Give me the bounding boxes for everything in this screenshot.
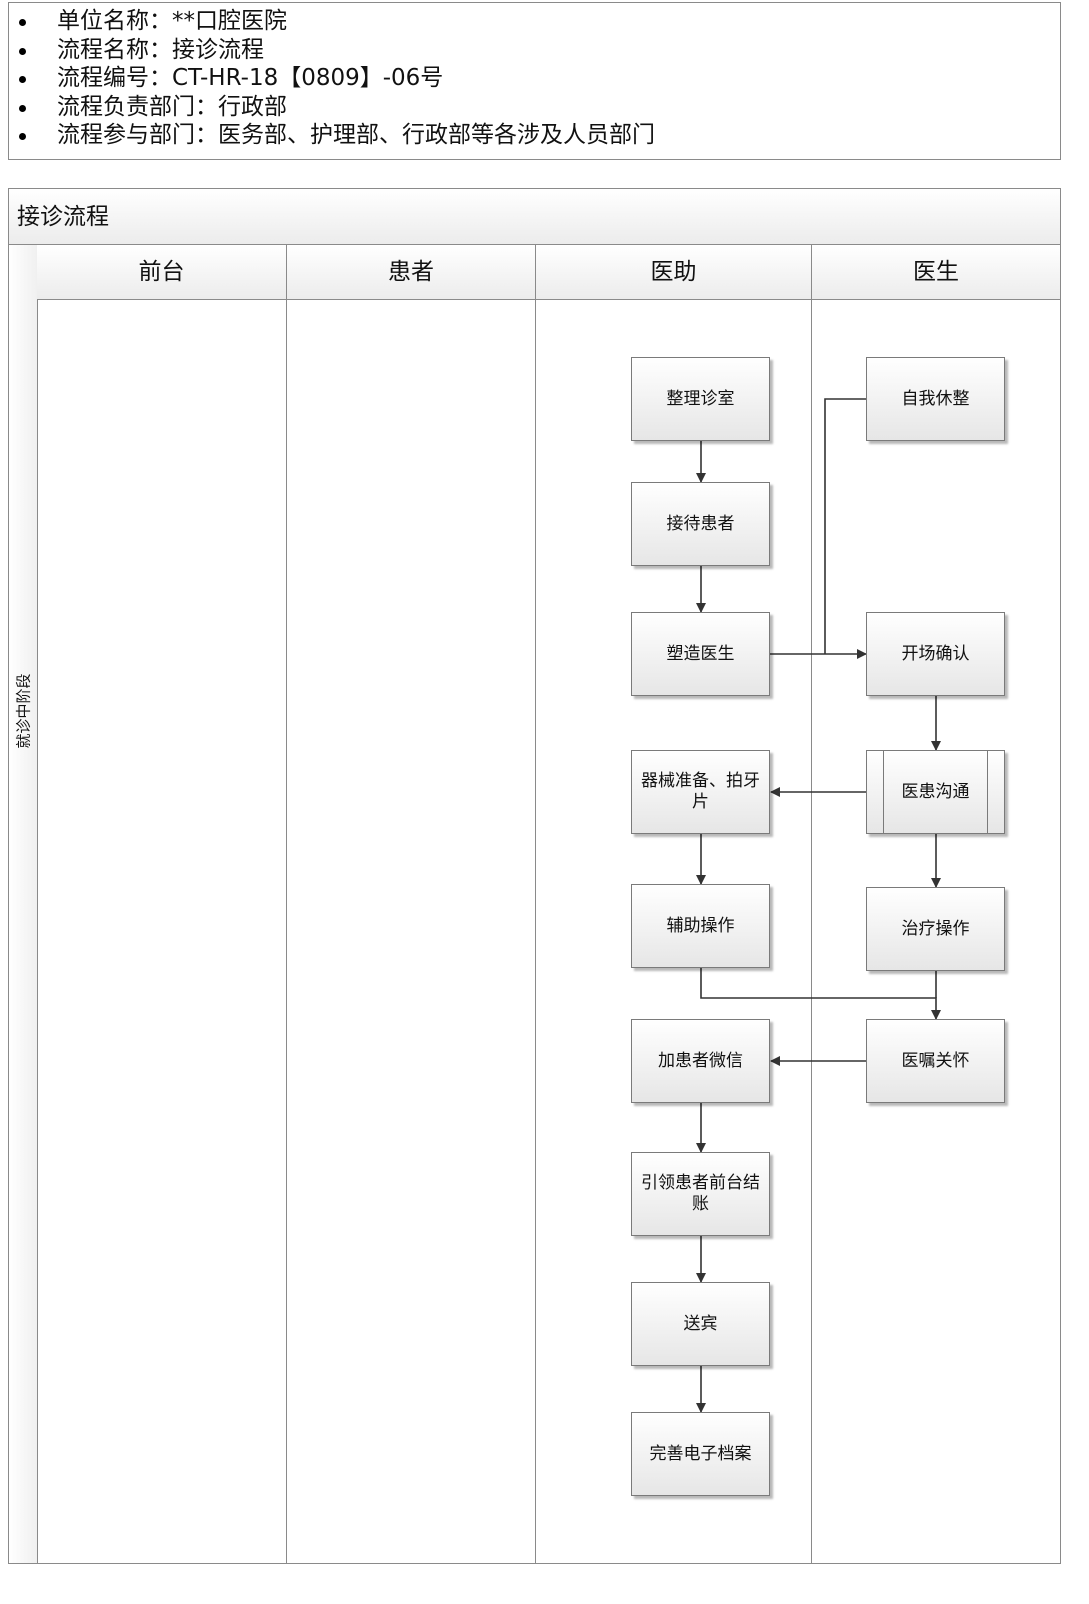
lane-front-desk xyxy=(37,300,287,1563)
node-advice-care: 医嘱关怀 xyxy=(866,1019,1005,1103)
node-instruments: 器械准备、拍牙片 xyxy=(631,750,770,834)
node-treatment: 治疗操作 xyxy=(866,887,1005,971)
node-assist-op: 辅助操作 xyxy=(631,884,770,968)
node-add-wechat: 加患者微信 xyxy=(631,1019,770,1103)
bullet-icon xyxy=(19,19,26,26)
node-build-doctor: 塑造医生 xyxy=(631,612,770,696)
node-organize-room: 整理诊室 xyxy=(631,357,770,441)
node-communication: 医患沟通 xyxy=(866,750,1005,834)
process-info-list: 单位名称：**口腔医院 流程名称：接诊流程 流程编号：CT-HR-18【0809… xyxy=(9,3,1060,150)
lane-header-doctor: 医生 xyxy=(812,245,1060,300)
arrow-rest-to-confirm xyxy=(824,398,866,654)
lane-header-patient: 患者 xyxy=(287,245,536,300)
info-item-process-name: 流程名称：接诊流程 xyxy=(19,36,1060,65)
node-see-off: 送宾 xyxy=(631,1282,770,1366)
bullet-icon xyxy=(19,104,26,112)
node-guide-checkout: 引领患者前台结账 xyxy=(631,1152,770,1236)
info-item-participant-depts: 流程参与部门：医务部、护理部、行政部等各涉及人员部门 xyxy=(19,121,1060,150)
bullet-icon xyxy=(19,47,26,55)
arrow-assist-to-advice xyxy=(700,968,941,1020)
node-receive-patient: 接待患者 xyxy=(631,482,770,566)
lane-patient xyxy=(287,300,536,1563)
bullet-icon xyxy=(19,133,26,140)
info-item-process-number: 流程编号：CT-HR-18【0809】-06号 xyxy=(19,64,1060,93)
node-opening-confirm: 开场确认 xyxy=(866,612,1005,696)
phase-column: 就诊中阶段 xyxy=(9,245,38,1563)
bullet-icon xyxy=(19,76,26,83)
node-complete-record: 完善电子档案 xyxy=(631,1412,770,1496)
info-item-unit: 单位名称：**口腔医院 xyxy=(19,7,1060,36)
pool-title: 接诊流程 xyxy=(9,189,1060,245)
node-self-rest: 自我休整 xyxy=(866,357,1005,441)
lane-assistant xyxy=(536,300,812,1563)
lane-header-assistant: 医助 xyxy=(536,245,812,300)
lane-header-front-desk: 前台 xyxy=(37,245,287,300)
info-item-owner-dept: 流程负责部门：行政部 xyxy=(19,93,1060,122)
process-info-box: 单位名称：**口腔医院 流程名称：接诊流程 流程编号：CT-HR-18【0809… xyxy=(8,2,1061,160)
